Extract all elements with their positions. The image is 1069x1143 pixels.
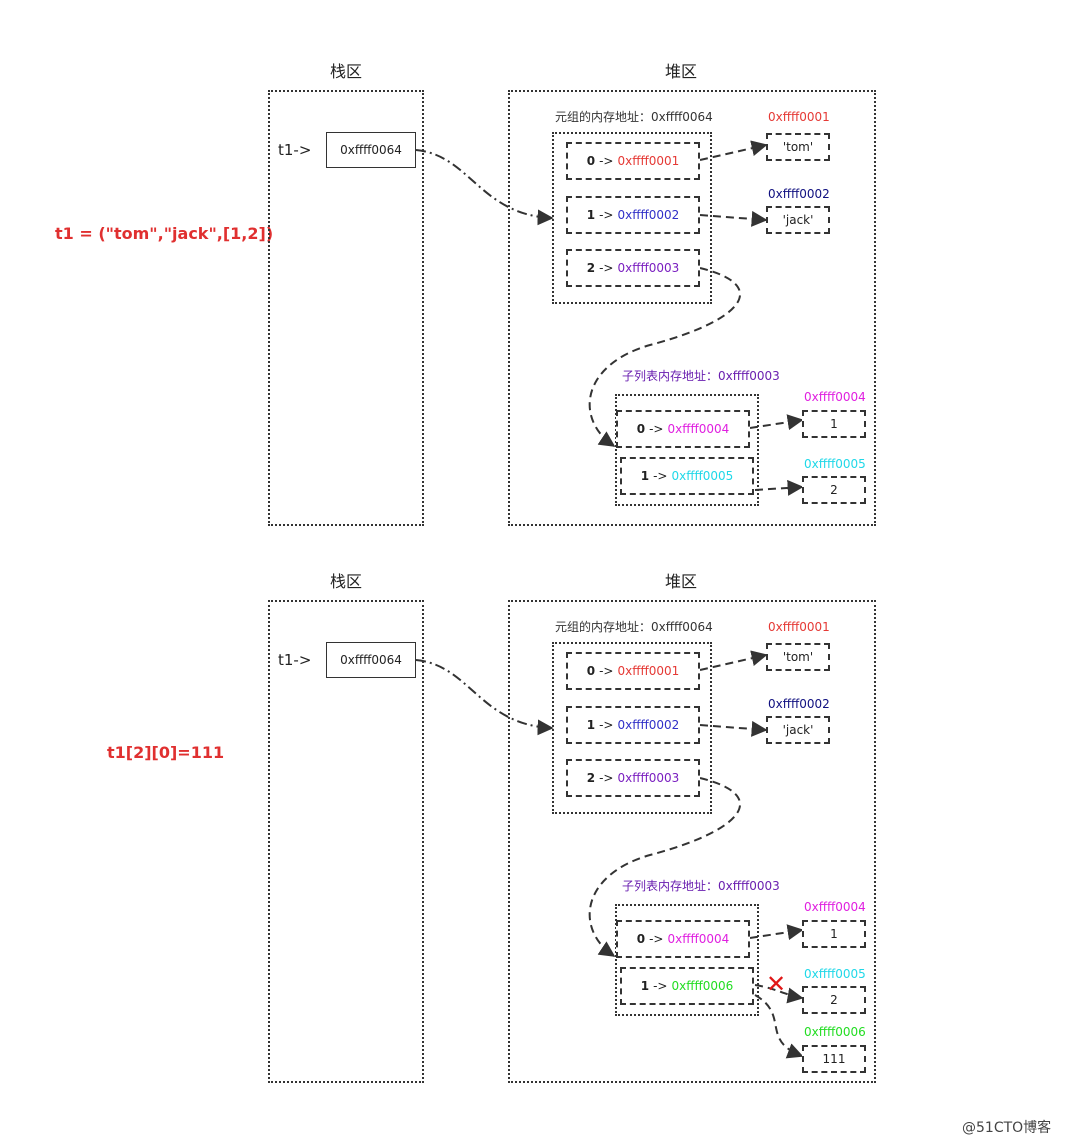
- slot-arrow: ->: [599, 718, 614, 732]
- slot-address: 0xffff0003: [617, 771, 680, 785]
- value-address-jack: 0xffff0002: [768, 187, 830, 201]
- heap-region-title: 堆区: [665, 572, 698, 591]
- value-address-2: 0xffff0005: [804, 967, 866, 981]
- list-slot1-new-arrow: [754, 994, 804, 1059]
- slot-index: 0: [586, 154, 596, 168]
- tuple-slot1-arrow: [699, 720, 768, 737]
- value-box-tom: 'tom': [766, 133, 830, 161]
- slot-arrow: ->: [599, 771, 614, 785]
- stack-region-title: 栈区: [330, 572, 363, 591]
- value-box-2: 2: [802, 986, 866, 1014]
- watermark: @51CTO博客: [962, 1120, 1052, 1136]
- broken-link-x-icon: ✕: [766, 970, 787, 998]
- value-box-1: 1: [802, 920, 866, 948]
- tuple-address-header: 元组的内存地址：0xffff0064: [555, 110, 713, 124]
- list-slot-0: 0->0xffff0004: [616, 920, 750, 958]
- slot-arrow: ->: [599, 664, 614, 678]
- tuple-slot1-arrow: [699, 210, 768, 227]
- heap-region: [508, 90, 876, 526]
- value-box-jack: 'jack': [766, 206, 830, 234]
- value-address-1: 0xffff0004: [804, 390, 866, 404]
- heap-region: [508, 600, 876, 1083]
- slot-index: 0: [586, 664, 596, 678]
- slot-address: 0xffff0004: [667, 422, 730, 436]
- value-address-tom: 0xffff0001: [768, 620, 830, 634]
- value-address-1: 0xffff0004: [804, 900, 866, 914]
- code-statement: t1 = ("tom","jack",[1,2]): [55, 224, 274, 243]
- list-slot1-old-arrow: [754, 984, 804, 1004]
- slot-index: 2: [586, 261, 596, 275]
- tuple-slot-1: 1->0xffff0002: [566, 196, 700, 234]
- tuple-slot2-arrow: [588, 777, 741, 957]
- slot-arrow: ->: [649, 932, 664, 946]
- tuple-slot-2: 2->0xffff0003: [566, 249, 700, 287]
- slot-index: 0: [636, 932, 646, 946]
- tuple-slot-0: 0->0xffff0001: [566, 652, 700, 690]
- tuple-slot-1: 1->0xffff0002: [566, 706, 700, 744]
- tuple-frame: [552, 132, 712, 304]
- stack-variable-cell: 0xffff0064: [326, 132, 416, 168]
- list-slot-1: 1->0xffff0006: [620, 967, 754, 1005]
- slot-address: 0xffff0002: [617, 208, 680, 222]
- heap-region-title: 堆区: [665, 62, 698, 81]
- slot-arrow: ->: [653, 979, 668, 993]
- slot-arrow: ->: [599, 208, 614, 222]
- tuple-slot0-arrow: [699, 140, 768, 161]
- list-slot-1: 1->0xffff0005: [620, 457, 754, 495]
- slot-address: 0xffff0001: [617, 154, 680, 168]
- slot-address: 0xffff0006: [671, 979, 734, 993]
- value-box-1: 1: [802, 410, 866, 438]
- list-slot0-arrow: [749, 414, 804, 431]
- slot-index: 1: [586, 718, 596, 732]
- stack-region-title: 栈区: [330, 62, 363, 81]
- tuple-slot-2: 2->0xffff0003: [566, 759, 700, 797]
- slot-arrow: ->: [649, 422, 664, 436]
- slot-index: 0: [636, 422, 646, 436]
- list-frame: [615, 394, 759, 506]
- value-address-tom: 0xffff0001: [768, 110, 830, 124]
- tuple-slot-0: 0->0xffff0001: [566, 142, 700, 180]
- slot-index: 2: [586, 771, 596, 785]
- stack-region: [268, 90, 424, 526]
- list-slot1-arrow: [754, 479, 804, 496]
- list-frame: [615, 904, 759, 1016]
- value-box-2: 2: [802, 476, 866, 504]
- slot-address: 0xffff0002: [617, 718, 680, 732]
- tuple-address-header: 元组的内存地址：0xffff0064: [555, 620, 713, 634]
- list-slot0-arrow: [749, 924, 804, 941]
- value-address-111: 0xffff0006: [804, 1025, 866, 1039]
- list-address-header: 子列表内存地址：0xffff0003: [622, 369, 780, 383]
- value-box-tom: 'tom': [766, 643, 830, 671]
- slot-arrow: ->: [653, 469, 668, 483]
- value-address-2: 0xffff0005: [804, 457, 866, 471]
- tuple-slot2-arrow: [588, 267, 741, 447]
- stack-variable-cell: 0xffff0064: [326, 642, 416, 678]
- list-address-header: 子列表内存地址：0xffff0003: [622, 879, 780, 893]
- stack-variable-label: t1->: [278, 141, 312, 159]
- value-address-jack: 0xffff0002: [768, 697, 830, 711]
- slot-address: 0xffff0001: [617, 664, 680, 678]
- slot-arrow: ->: [599, 154, 614, 168]
- code-statement: t1[2][0]=111: [107, 743, 225, 762]
- slot-index: 1: [586, 208, 596, 222]
- stack-variable-label: t1->: [278, 651, 312, 669]
- slot-address: 0xffff0004: [667, 932, 730, 946]
- slot-arrow: ->: [599, 261, 614, 275]
- slot-index: 1: [640, 469, 650, 483]
- tuple-frame: [552, 642, 712, 814]
- value-box-jack: 'jack': [766, 716, 830, 744]
- value-box-111: 111: [802, 1045, 866, 1073]
- stack-region: [268, 600, 424, 1083]
- slot-address: 0xffff0003: [617, 261, 680, 275]
- list-slot-0: 0->0xffff0004: [616, 410, 750, 448]
- slot-index: 1: [640, 979, 650, 993]
- tuple-slot0-arrow: [699, 650, 768, 671]
- slot-address: 0xffff0005: [671, 469, 734, 483]
